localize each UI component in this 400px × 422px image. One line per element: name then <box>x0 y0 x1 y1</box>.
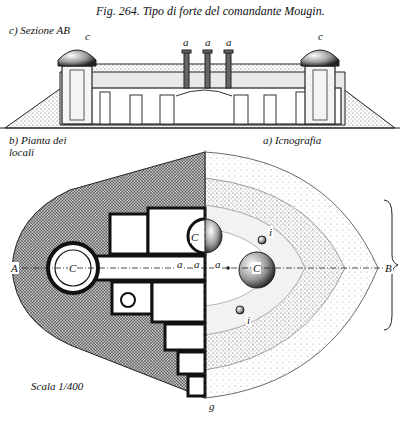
callout-letter: a <box>193 258 201 270</box>
callout-letter: c <box>84 30 91 42</box>
section-view <box>0 50 400 128</box>
callout-letter: a <box>204 36 212 48</box>
callout-letter: g <box>208 400 216 412</box>
view-label: a) Icnografia <box>262 134 322 146</box>
view-label: Scala 1/400 <box>30 380 84 392</box>
callout-letter: C <box>190 231 199 243</box>
view-label: b) Pianta dei locali <box>8 134 80 158</box>
callout-letter: A <box>10 262 19 274</box>
callout-letter: B <box>384 262 393 274</box>
callout-letter: c <box>317 30 324 42</box>
figure-title: Fig. 264. Tipo di forte del comandante M… <box>96 4 325 19</box>
callout-letter: i <box>246 314 251 326</box>
view-label: c) Sezione AB <box>8 24 71 36</box>
callout-letter: C <box>252 262 261 274</box>
callout-letter: C <box>68 262 77 274</box>
plan-view <box>12 150 398 400</box>
callout-letter: a <box>214 258 222 270</box>
callout-letter: i <box>268 226 273 238</box>
callout-letter: a <box>225 36 233 48</box>
callout-letter: a <box>182 36 190 48</box>
callout-letter: a <box>176 258 184 270</box>
